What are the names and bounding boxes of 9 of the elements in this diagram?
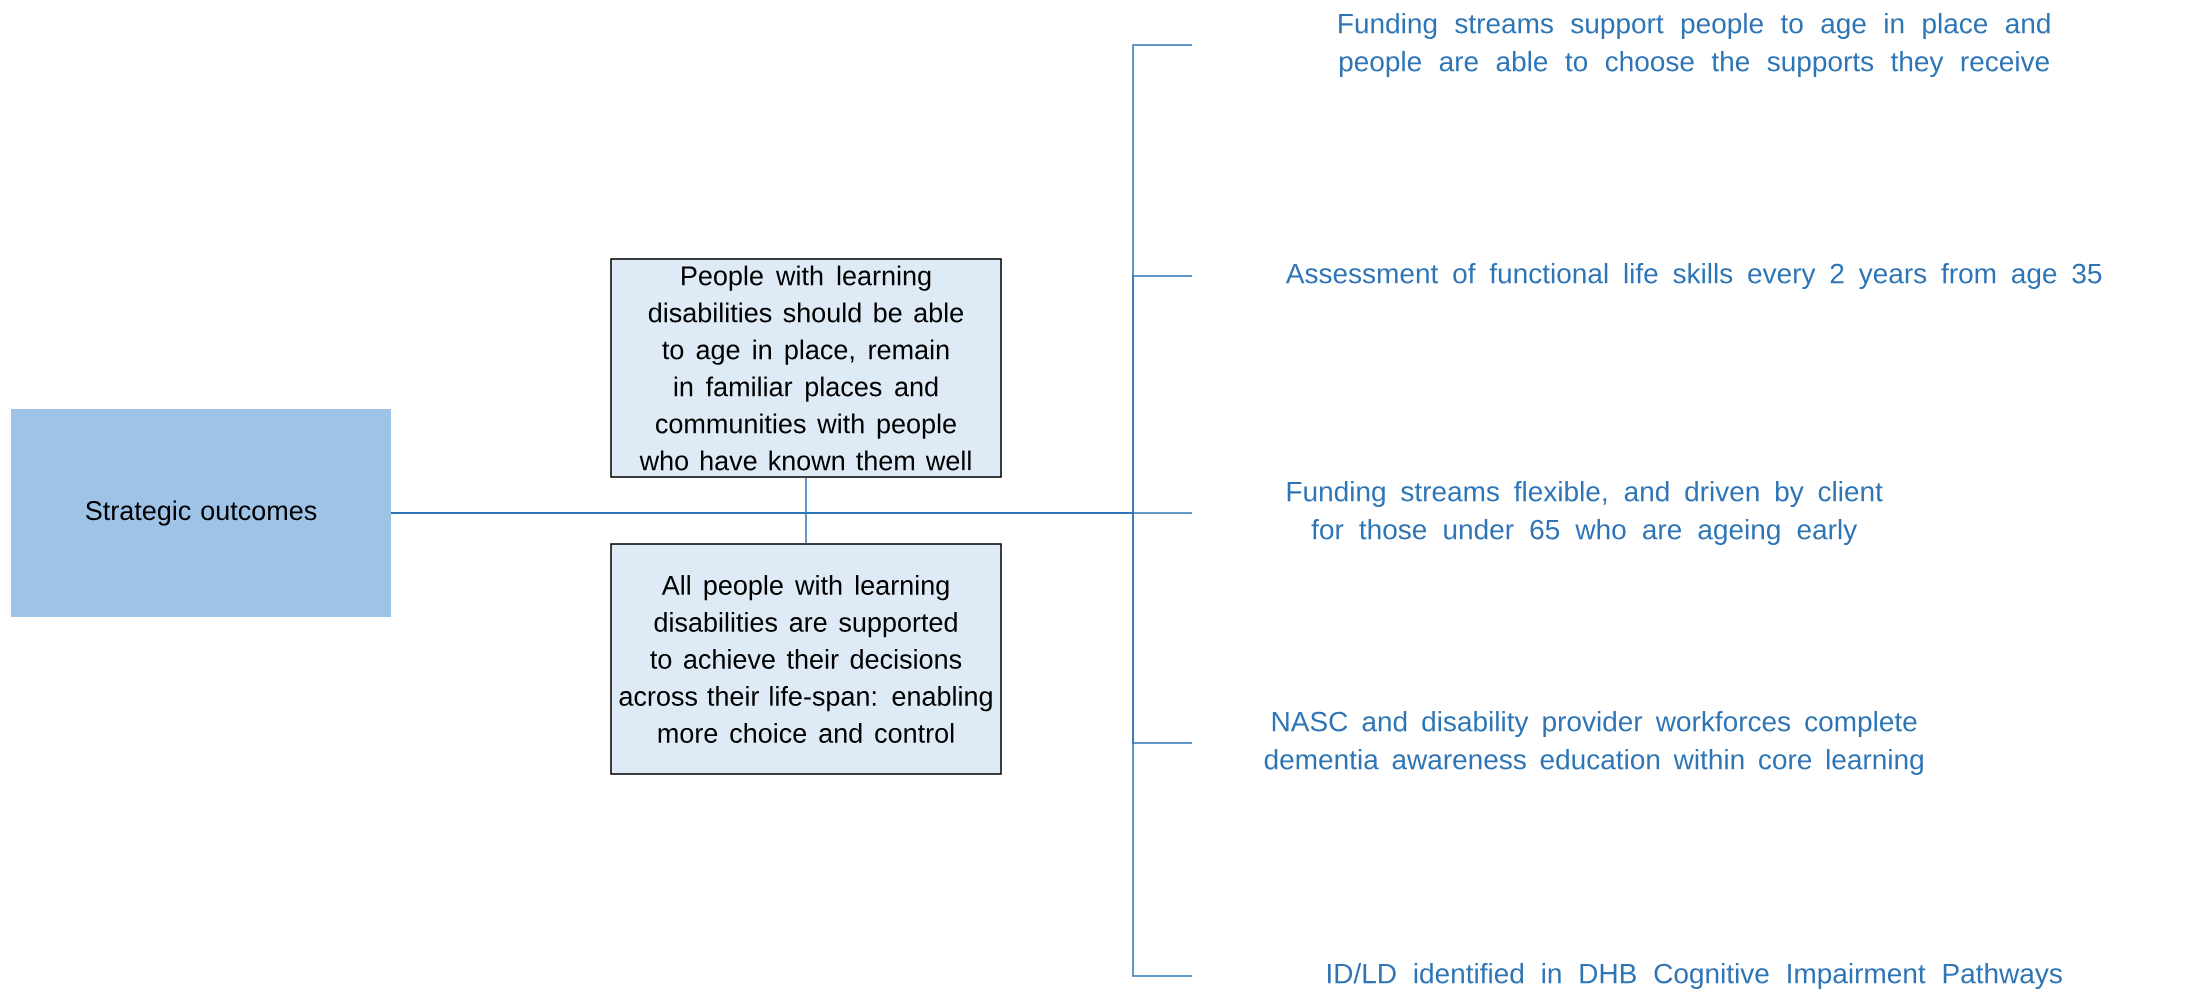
outcome-text: Assessment of functional life skills every 2 years from age 35 xyxy=(1285,262,2102,290)
outcome-text: Funding streams support people to age in place and people are able to choose the supports they receive xyxy=(1339,12,2050,78)
statement-box: People with learning disabilities should be able to age in place, remain in familiar places and communities with people who have known them well xyxy=(610,258,1002,478)
statement-box: All people with learning disabilities are supported to achieve their decisions across their life-span: enabling more choice and control xyxy=(610,543,1002,775)
outcome-text: Funding streams flexible, and driven by client for those under 65 who are ageing early xyxy=(1287,480,1883,546)
connector-line xyxy=(390,512,1193,977)
outcome-text: NASC and disability provider workforces complete dementia awareness education within core learning xyxy=(1264,710,1923,776)
outcome-box: Strategic outcomes xyxy=(11,409,391,617)
outcome-text: ID/LD identified in DHB Cognitive Impairment Pathways xyxy=(1328,962,2062,990)
